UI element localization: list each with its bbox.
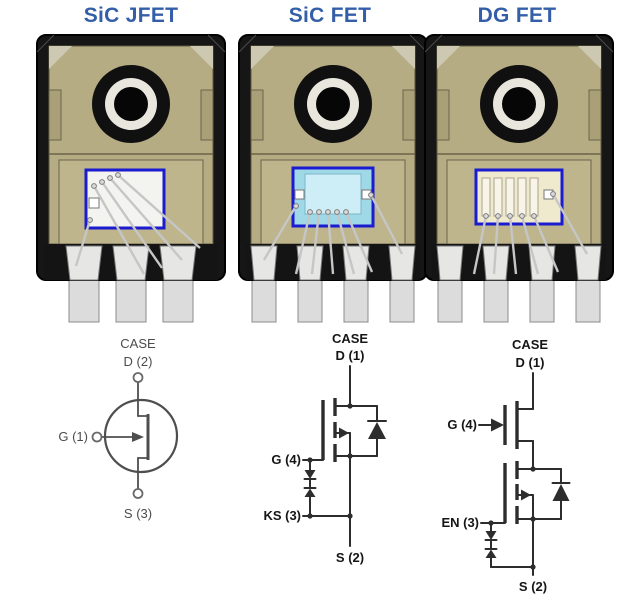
package-cutaway-dg-fet (424, 34, 614, 323)
drain-label: D (1) (515, 355, 545, 370)
package-cutaway-sic-jfet (36, 34, 226, 323)
kelvin-source-label: KS (3) (263, 508, 301, 523)
schematic-dg-fet: CASE D (1) G (4) EN (3) S (2) (433, 335, 623, 600)
column-title-sic-jfet: SiC JFET (83, 4, 179, 27)
drain-label: D (1) (335, 348, 365, 363)
source-label: S (2) (335, 550, 365, 565)
sic-fet-symbol (302, 365, 387, 547)
case-label: CASE (120, 336, 156, 351)
gate-label: G (4) (271, 452, 301, 467)
source-label: S (2) (518, 579, 548, 594)
dg-fet-symbol (478, 372, 571, 576)
drain-label: D (2) (123, 354, 153, 369)
enable-label: EN (3) (441, 515, 479, 530)
gate-label: G (4) (447, 417, 477, 432)
schematic-sic-jfet: CASE D (2) G (1) S (3) (40, 330, 240, 545)
case-label: CASE (331, 331, 369, 346)
schematic-sic-fet: CASE D (1) G (4) KS (3) S (2) (255, 328, 455, 573)
gate-label: G (1) (58, 429, 88, 444)
case-label: CASE (511, 337, 549, 352)
package-cutaway-sic-fet (238, 34, 428, 323)
source-label: S (3) (123, 506, 153, 521)
jfet-symbol (91, 372, 179, 499)
column-title-dg-fet: DG FET (477, 4, 557, 27)
column-title-sic-fet: SiC FET (288, 4, 372, 27)
